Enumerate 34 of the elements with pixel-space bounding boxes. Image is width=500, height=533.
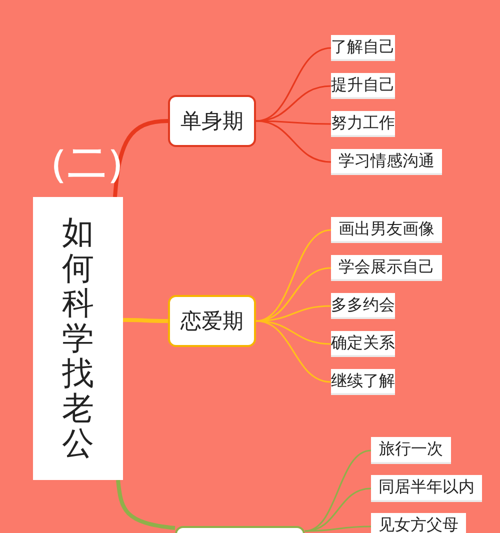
branch-line — [256, 120, 331, 125]
branch-line — [305, 526, 371, 532]
central-topic-text: 如何科学找老公 — [62, 215, 94, 462]
branch-line — [113, 119, 168, 198]
topic-label: 了解自己 — [331, 36, 395, 58]
branch-line — [256, 305, 332, 322]
subtopic-box — [371, 475, 482, 502]
central-topic-box — [33, 197, 123, 480]
branch-line — [256, 85, 332, 122]
topic-label: 见女方父母 — [378, 515, 458, 533]
topic-label: 努力工作 — [331, 112, 395, 134]
topic-label: 同居半年以内 — [378, 477, 474, 498]
topic-label: 多多约会 — [331, 294, 395, 316]
subtopic-box — [331, 217, 442, 243]
topic-label: 提升自己 — [331, 74, 395, 96]
topic-label: 继续了解 — [331, 370, 395, 392]
branch-line — [116, 480, 176, 530]
topic-label: 学习情感沟通 — [338, 150, 434, 172]
topic-label: 单身期 — [180, 108, 244, 135]
topic-label: 画出男友画像 — [338, 218, 434, 240]
branch-line — [123, 318, 168, 323]
heading: （二） — [30, 140, 144, 187]
topic-label: 旅行一次 — [379, 439, 443, 460]
branch-line — [256, 120, 332, 163]
branch-line — [256, 320, 332, 383]
branch-topic-box — [168, 295, 256, 347]
topic-label: 恋爱期 — [180, 308, 244, 335]
subtopic-box — [331, 149, 442, 175]
topic-label: 学会展示自己 — [338, 256, 434, 278]
subtopic-box — [331, 255, 442, 281]
topic-label: 确定关系 — [331, 332, 395, 354]
branch-topic-box — [168, 95, 256, 147]
subtopic-box — [371, 513, 466, 533]
subtopic-box — [371, 437, 451, 464]
